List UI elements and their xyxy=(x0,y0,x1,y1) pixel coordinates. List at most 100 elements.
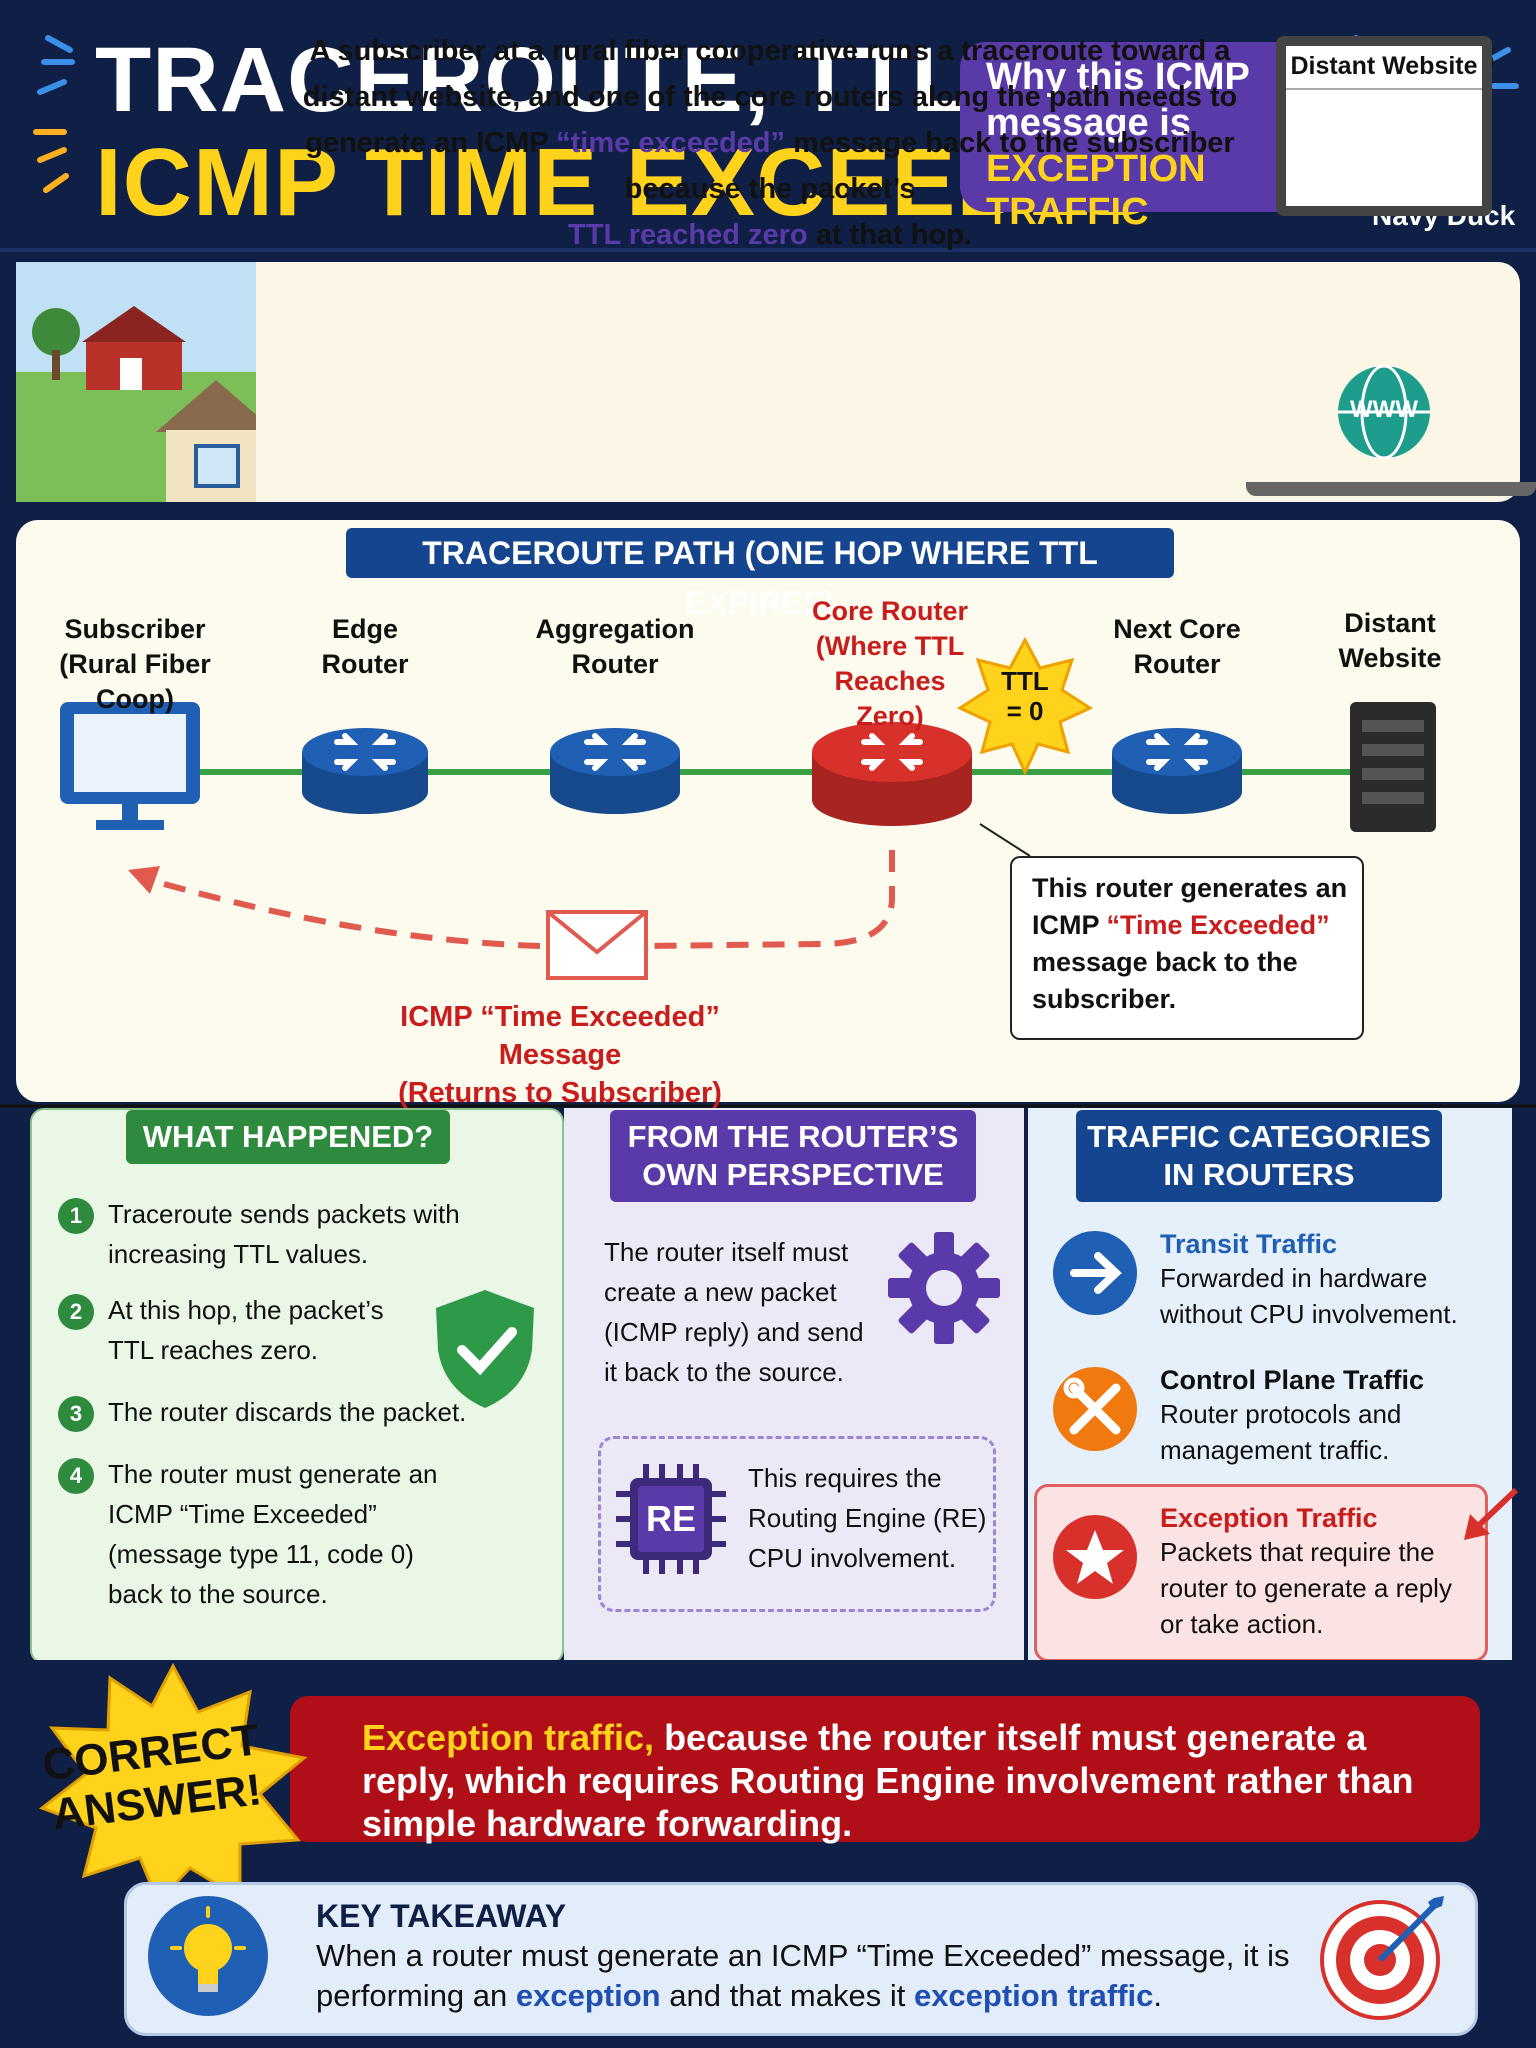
badge-line1: Why this ICMP xyxy=(986,56,1250,98)
icmp-line2: (Returns to Subscriber) xyxy=(398,1077,722,1109)
step-3-number: 3 xyxy=(58,1396,94,1432)
gear-icon xyxy=(888,1232,1000,1344)
key-takeaway-panel xyxy=(124,1882,1478,2036)
control-plane-body: Router protocols and management traffic. xyxy=(1160,1399,1402,1465)
laptop-base xyxy=(1246,482,1536,496)
step-2-text: At this hop, the packet’s TTL reaches ze… xyxy=(108,1295,384,1365)
return-arrow xyxy=(149,850,895,949)
laptop-title: Distant Website xyxy=(1290,52,1478,80)
ttl-label: TTL= 0 xyxy=(985,666,1065,726)
node-next-core-line2: Router xyxy=(1133,649,1221,679)
router-icon-next-core xyxy=(1112,728,1242,814)
takeaway-text-c: . xyxy=(1153,1978,1163,2013)
icmp-message-label: ICMP “Time Exceeded” Message (Returns to … xyxy=(340,998,780,1112)
key-takeaway-title: KEY TAKEAWAY xyxy=(316,1898,567,1934)
step-1-number: 1 xyxy=(58,1198,94,1234)
node-core-line2: (Where TTL xyxy=(815,631,965,661)
answer-banner xyxy=(290,1696,1480,1842)
step-2-number: 2 xyxy=(58,1294,94,1330)
node-subscriber: Subscriber(Rural Fiber Coop) xyxy=(30,612,240,717)
ttl-line1: TTL xyxy=(1001,666,1049,696)
badge-line3: EXCEPTION TRAFFIC xyxy=(986,148,1206,233)
node-core-line1: Core Router xyxy=(811,596,968,626)
laptop-screen xyxy=(1276,36,1492,216)
node-core: Core Router (Where TTL Reaches Zero) xyxy=(800,594,980,734)
callout-text-a: This router generates an ICMP xyxy=(1032,873,1348,940)
tools-icon xyxy=(1053,1367,1137,1451)
www-label: WWW xyxy=(1350,396,1418,423)
step-4-text: The router must generate an ICMP “Time E… xyxy=(108,1459,438,1609)
cpu-chip-icon xyxy=(616,1464,726,1574)
perspective-title-line2: OWN PERSPECTIVE xyxy=(642,1157,944,1192)
answer-lead: Exception traffic, xyxy=(362,1717,655,1758)
categories-title-line1: TRAFFIC CATEGORIES xyxy=(1087,1119,1431,1154)
re-box xyxy=(598,1436,996,1612)
node-distant-line1: Distant xyxy=(1344,608,1436,638)
intro-text-c: at that hop. xyxy=(815,219,972,251)
correct-burst xyxy=(38,1662,308,1902)
answer-text: Exception traffic, because the router it… xyxy=(362,1716,1462,1845)
ttl-line2: = 0 xyxy=(1006,696,1044,726)
why-badge: Why this ICMP message is EXCEPTION TRAFF… xyxy=(960,42,1330,233)
lightbulb-icon xyxy=(148,1896,268,2016)
intro-text-a: A subscriber at a rural fiber cooperativ… xyxy=(302,35,1238,159)
step-1-text: Traceroute sends packets with increasing… xyxy=(108,1199,460,1269)
takeaway-highlight-exception-traffic: exception traffic xyxy=(913,1978,1154,2013)
return-arrowhead xyxy=(128,866,160,894)
node-distant-line2: Website xyxy=(1338,643,1442,673)
node-core-line3: Reaches Zero) xyxy=(834,666,946,731)
monitor-icon xyxy=(60,702,200,830)
router-icon-aggregation xyxy=(550,728,680,814)
pointer-arrow-icon xyxy=(1464,1487,1519,1540)
arrow-right-icon xyxy=(1053,1231,1137,1315)
perspective-text: The router itself must create a new pack… xyxy=(604,1237,864,1387)
envelope-icon xyxy=(546,910,648,980)
callout-text-b: message back to the subscriber. xyxy=(1032,947,1298,1014)
intro-highlight-time-exceeded: “time exceeded” xyxy=(556,127,786,159)
badge-line2: message is xyxy=(986,102,1191,144)
path-title: TRACEROUTE PATH (ONE HOP WHERE TTL EXPIR… xyxy=(346,528,1174,621)
intro-text: A subscriber at a rural fiber cooperativ… xyxy=(280,28,1260,258)
ttl-burst xyxy=(956,636,1094,776)
takeaway-text-b: and that makes it xyxy=(669,1978,906,2013)
router-icon-edge xyxy=(302,728,428,814)
intro-highlight-ttl: TTL reached zero xyxy=(568,219,808,251)
icmp-line1: ICMP “Time Exceeded” Message xyxy=(400,1001,720,1071)
exception-traffic-head: Exception Traffic xyxy=(1160,1503,1378,1533)
path-diagram xyxy=(0,636,1536,1108)
exception-traffic-body: Packets that require the router to gener… xyxy=(1160,1537,1452,1639)
step-3-text: The router discards the packet. xyxy=(108,1397,467,1427)
star-icon xyxy=(1053,1515,1137,1599)
categories-title-line2: IN ROUTERS xyxy=(1163,1157,1355,1192)
transit-traffic-body: Forwarded in hardware without CPU involv… xyxy=(1160,1263,1458,1329)
callout-highlight: “Time Exceeded” xyxy=(1106,910,1330,940)
answer-rest: because the router itself must generate … xyxy=(362,1717,1414,1844)
step-4-number: 4 xyxy=(58,1458,94,1494)
intro-panel xyxy=(16,262,1520,502)
intro-text-b: message back to the subscriber because t… xyxy=(624,127,1235,205)
node-next-core-line1: Next Core xyxy=(1113,614,1241,644)
callout-text: This router generates an ICMP “Time Exce… xyxy=(1032,870,1352,1018)
callout-pointer xyxy=(979,823,1031,857)
node-edge-line1: Edge xyxy=(331,614,398,644)
what-happened-title: WHAT HAPPENED? xyxy=(126,1110,450,1164)
takeaway-text-a: When a router must generate an ICMP “Tim… xyxy=(316,1938,1290,2013)
node-subscriber-line2: (Rural Fiber Coop) xyxy=(59,649,211,714)
perspective-title-line1: FROM THE ROUTER’S xyxy=(627,1119,959,1154)
node-aggregation-line1: Aggregation xyxy=(535,614,695,644)
laptop-divider xyxy=(1286,88,1482,90)
target-icon xyxy=(1320,1896,1444,2020)
re-chip-label: RE xyxy=(645,1498,696,1539)
control-plane-head: Control Plane Traffic xyxy=(1160,1365,1425,1395)
key-takeaway-text: When a router must generate an ICMP “Tim… xyxy=(316,1936,1336,2016)
callout-box xyxy=(1010,856,1364,1040)
router-icon-core xyxy=(812,722,972,826)
rural-farm-illustration xyxy=(16,262,256,502)
server-icon xyxy=(1350,702,1436,832)
